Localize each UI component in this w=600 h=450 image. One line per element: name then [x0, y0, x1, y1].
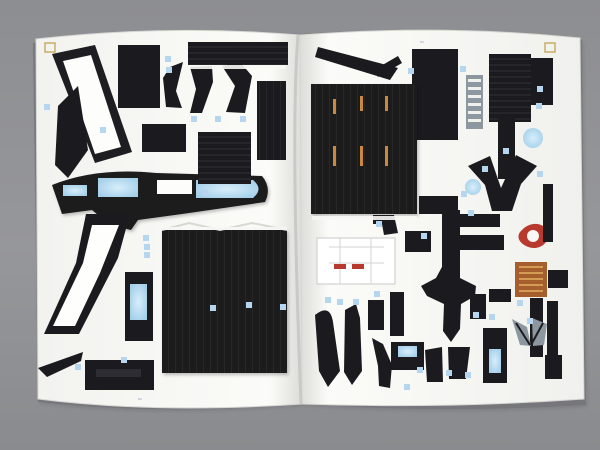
right-striped-details	[468, 79, 481, 122]
right-small-column-3	[547, 301, 558, 360]
right-small-tabs	[325, 66, 543, 390]
right-bottom-piece-2	[448, 347, 470, 379]
right-top-block-1	[412, 49, 458, 140]
center-fold	[293, 34, 303, 405]
gun-top-arm-white	[63, 55, 121, 154]
left-small-tabs	[44, 56, 286, 370]
right-top-crossbar-2	[374, 56, 402, 77]
right-panel-copper-left-2	[333, 146, 336, 166]
right-black-strip-4	[405, 231, 431, 252]
right-copper-lines	[519, 266, 543, 292]
left-black-rectangle-5	[257, 81, 286, 160]
right-small-column-1	[543, 184, 553, 242]
gun-blue-block	[98, 178, 138, 197]
left-black-rectangle-4	[198, 132, 251, 184]
left-small-blue-window	[130, 284, 147, 320]
right-curved-part-3	[372, 338, 392, 388]
right-spider-part	[421, 265, 476, 342]
left-black-rectangle-3	[142, 124, 186, 152]
gun-part-group	[44, 45, 268, 334]
right-top-block-2	[489, 54, 531, 122]
right-panel-copper-mid-2	[360, 146, 363, 166]
gun-grip-bar	[63, 185, 87, 196]
right-curved-part-2	[344, 304, 362, 385]
right-red-ring-center	[527, 230, 539, 242]
right-long-vertical-part	[498, 115, 515, 179]
right-outline-box	[316, 237, 396, 285]
right-tiny-mark-1: ▭	[420, 39, 424, 44]
left-thin-part-1	[163, 62, 183, 108]
gun-trigger-arc	[55, 86, 88, 178]
gun-white-stripe	[157, 180, 192, 194]
right-top-block-3	[531, 58, 553, 105]
right-bottom-small-block	[545, 355, 562, 379]
gun-handle-white	[53, 225, 119, 326]
corner-mark-left	[44, 42, 56, 53]
right-metal-butterfly-black	[515, 322, 544, 346]
right-panel-copper-left	[333, 99, 336, 114]
left-black-rectangle-1	[118, 45, 160, 108]
paper-highlights	[162, 65, 417, 230]
right-black-strip-3	[459, 235, 504, 250]
right-blue-circle-small	[465, 179, 481, 195]
gun-muzzle-blue	[196, 180, 259, 198]
right-curved-part-1	[315, 310, 340, 387]
left-bottom-hook	[38, 352, 83, 377]
right-metal-butterfly	[512, 318, 547, 346]
right-dark-block-4	[489, 289, 511, 302]
right-black-strip-1	[419, 196, 458, 214]
left-thin-part-2	[190, 66, 213, 113]
right-small-black-flat	[548, 270, 568, 288]
right-red-mark-left	[334, 264, 346, 269]
corner-mark-right	[544, 42, 556, 53]
right-outline-detail	[329, 238, 384, 284]
right-red-mark-right	[352, 264, 364, 269]
left-bottom-block-light	[96, 369, 141, 377]
right-blue-circle-large	[523, 128, 543, 148]
left-thin-part-3	[222, 62, 252, 113]
right-panel-copper-right-2	[385, 146, 388, 166]
right-panel-copper-mid	[360, 96, 363, 111]
right-square-window	[398, 346, 417, 357]
right-black-strip-2	[456, 214, 500, 227]
right-bottom-piece-1	[425, 347, 443, 382]
left-large-black-panel	[162, 230, 287, 373]
right-upright-column	[442, 210, 460, 293]
left-tiny-mark-1: ▭	[138, 396, 142, 401]
left-black-rectangle-2	[188, 42, 288, 65]
right-dark-block-1	[390, 292, 404, 336]
right-dark-block-2	[368, 300, 384, 330]
right-large-panel	[311, 84, 417, 214]
right-bottom-phone-window	[489, 349, 501, 373]
right-panel-copper-right	[385, 96, 388, 111]
